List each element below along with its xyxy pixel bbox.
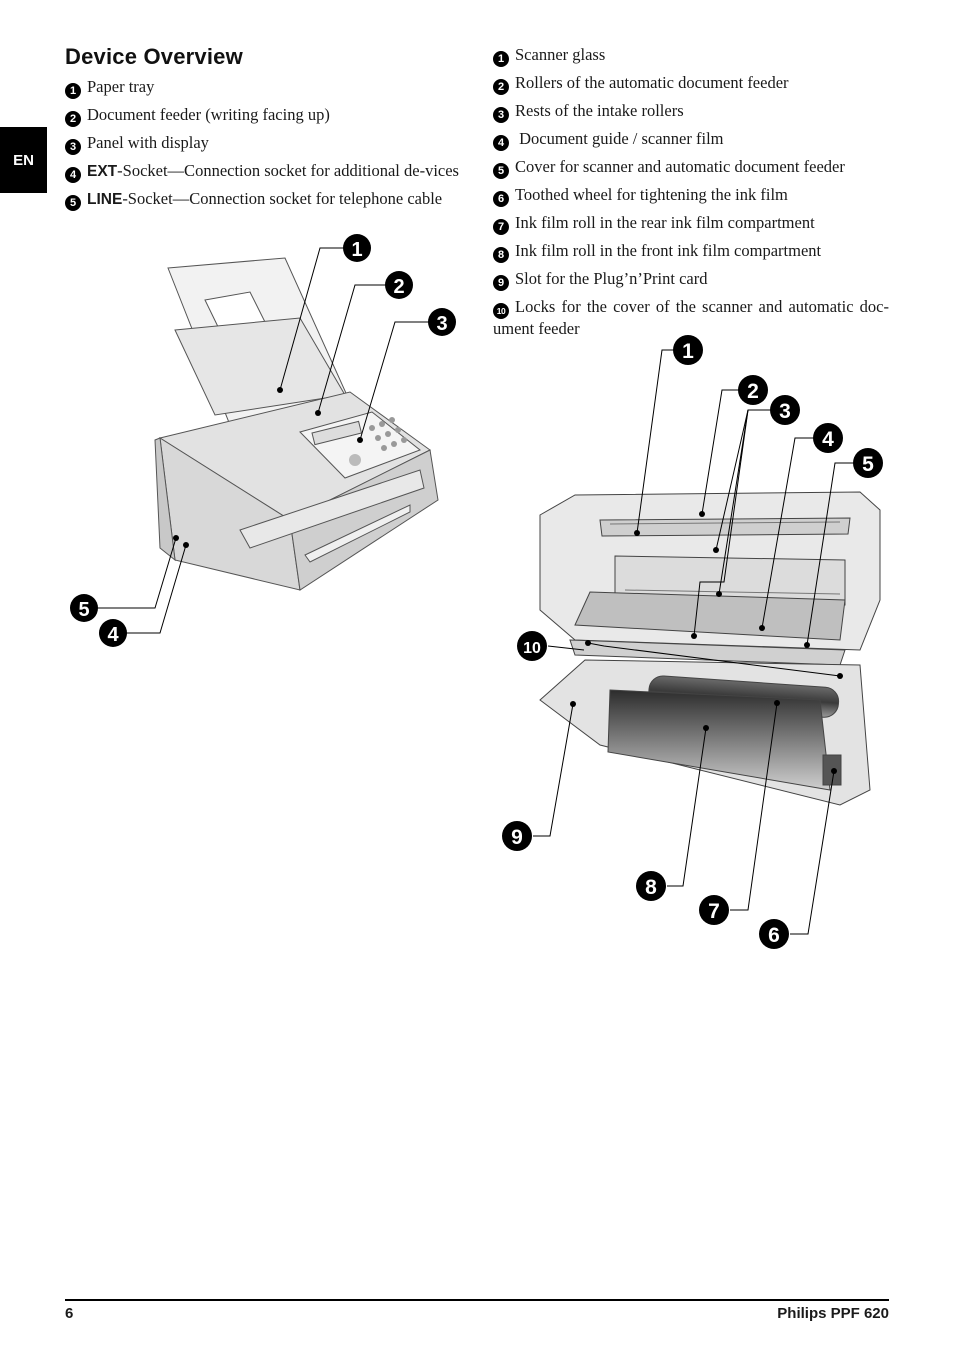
item-text: Paper tray — [87, 77, 155, 96]
list-item: 3 Rests of the intake rollers — [493, 101, 889, 123]
number-badge: 3 — [65, 139, 81, 155]
callout-label: 10 — [523, 640, 541, 657]
list-item: 2 Rollers of the automatic document feede… — [493, 73, 889, 95]
item-text: Cover for scanner and automatic document… — [515, 157, 845, 176]
callout-label: 6 — [768, 924, 780, 947]
item-keyword: EXT — [87, 163, 118, 180]
number-badge: 6 — [493, 191, 509, 207]
callout-label: 9 — [511, 826, 523, 849]
item-text: Toothed wheel for tightening the ink fil… — [515, 185, 788, 204]
item-text: Rests of the intake rollers — [515, 101, 684, 120]
internal-parts-list: 1 Scanner glass 2 Rollers of the automatic… — [493, 45, 889, 345]
list-item: 6 Toothed wheel for tightening the ink fi… — [493, 185, 889, 207]
list-item: 2 Document feeder (writing facing up) — [65, 105, 461, 127]
callout-label: 7 — [708, 900, 720, 923]
footer-rule — [65, 1299, 889, 1301]
item-text: Slot for the Plug’n’Print card — [515, 269, 708, 288]
number-badge: 4 — [493, 135, 509, 151]
item-text: Panel with display — [87, 133, 209, 152]
item-text: Document feeder (writing facing up) — [87, 105, 330, 124]
callout-label: 1 — [351, 239, 362, 261]
callout-label: 2 — [393, 276, 404, 298]
number-badge: 10 — [493, 303, 509, 319]
number-badge: 5 — [493, 163, 509, 179]
item-text: Ink film roll in the rear ink film compa… — [515, 213, 815, 232]
number-badge: 1 — [493, 51, 509, 67]
number-badge: 5 — [65, 195, 81, 211]
callout-label: 4 — [107, 624, 119, 646]
number-badge: 3 — [493, 107, 509, 123]
callout-label: 8 — [645, 876, 657, 899]
number-badge: 8 — [493, 247, 509, 263]
number-badge: 2 — [493, 79, 509, 95]
list-item: 3 Panel with display — [65, 133, 461, 155]
callout-label: 1 — [682, 340, 694, 363]
callout-label: 4 — [822, 428, 834, 451]
device-parts-list: 1 Paper tray 2 Document feeder (writing fa… — [65, 77, 461, 217]
open-scanner-illustration: 1 2 3 4 5 6 7 8 9 10 — [502, 335, 883, 949]
callout-label: 2 — [747, 380, 759, 403]
product-name: Philips PPF 620 — [777, 1305, 889, 1322]
number-badge: 4 — [65, 167, 81, 183]
number-badge: 9 — [493, 275, 509, 291]
callout-label: 5 — [78, 599, 89, 621]
item-text: -Socket—Connection socket for telephone … — [122, 189, 443, 208]
page-number: 6 — [65, 1305, 74, 1322]
number-badge: 7 — [493, 219, 509, 235]
number-badge: 2 — [65, 111, 81, 127]
list-item: 4 Document guide / scanner film — [493, 129, 889, 151]
item-keyword: LINE — [87, 191, 123, 208]
item-text: Locks for the cover of the scanner and a… — [493, 297, 889, 338]
list-item: 8 Ink film roll in the front ink film com… — [493, 241, 889, 263]
list-item: 1 Paper tray — [65, 77, 461, 99]
callout-label: 3 — [436, 313, 447, 335]
number-badge: 1 — [65, 83, 81, 99]
language-tab: EN — [0, 127, 47, 193]
list-item: 5 Cover for scanner and automatic documen… — [493, 157, 889, 179]
callout-label: 5 — [862, 453, 874, 476]
item-text: Ink film roll in the front ink film comp… — [515, 241, 822, 260]
list-item: 7 Ink film roll in the rear ink film comp… — [493, 213, 889, 235]
item-text: -Socket—Connection socket for additional… — [117, 161, 459, 180]
callout-label: 3 — [779, 400, 791, 423]
item-text: Scanner glass — [515, 45, 606, 64]
fax-machine-illustration: 1 2 3 4 5 — [70, 234, 456, 647]
item-text: Rollers of the automatic document feeder — [515, 73, 789, 92]
section-title: Device Overview — [65, 44, 243, 69]
list-item: 5 LINE-Socket—Connection socket for telep… — [65, 189, 461, 211]
list-item: 9 Slot for the Plug’n’Print card — [493, 269, 889, 291]
item-text: Document guide / scanner film — [515, 129, 724, 148]
list-item: 4 EXT-Socket—Connection socket for additi… — [65, 161, 461, 183]
list-item: 1 Scanner glass — [493, 45, 889, 67]
